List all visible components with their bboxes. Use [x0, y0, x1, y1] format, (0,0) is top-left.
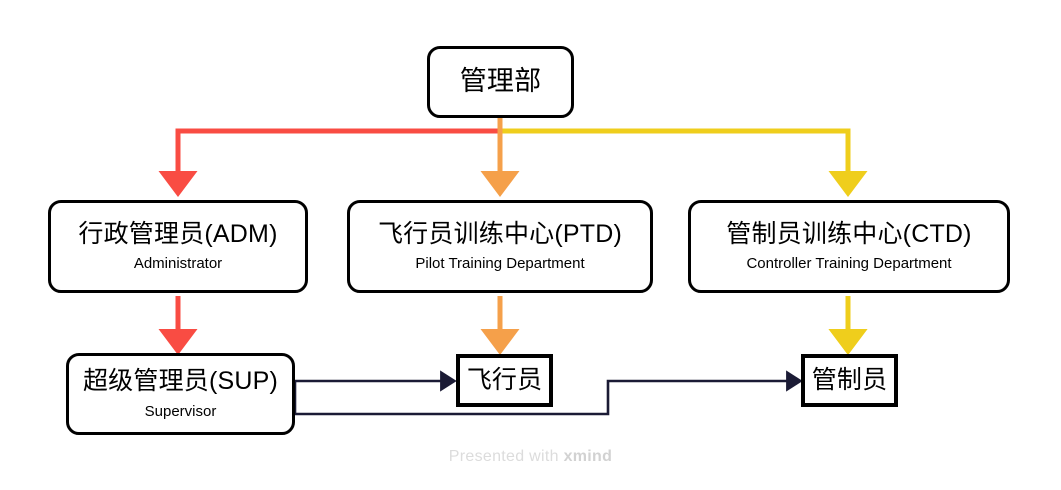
node-adm-subtitle: Administrator — [133, 255, 223, 273]
node-adm-title: 行政管理员(ADM) — [78, 219, 278, 248]
node-ctd[interactable]: 管制员训练中心(CTD) Controller Training Departm… — [688, 200, 1010, 293]
node-root-title: 管理部 — [459, 66, 542, 97]
node-sup-subtitle: Supervisor — [144, 402, 217, 420]
node-sup[interactable]: 超级管理员(SUP) Supervisor — [66, 353, 295, 435]
node-ctd-subtitle: Controller Training Department — [746, 255, 952, 273]
node-root[interactable]: 管理部 — [427, 46, 574, 118]
node-ptd-subtitle: Pilot Training Department — [415, 255, 585, 273]
node-controller-title: 管制员 — [811, 366, 888, 395]
node-ptd[interactable]: 飞行员训练中心(PTD) Pilot Training Department — [347, 200, 653, 293]
watermark-prefix: Presented with — [448, 448, 559, 465]
node-ctd-title: 管制员训练中心(CTD) — [726, 219, 972, 248]
edge-root-adm — [158, 118, 503, 197]
watermark-brand: xmind — [563, 448, 613, 465]
node-controller[interactable]: 管制员 — [801, 354, 898, 407]
node-pilot-title: 飞行员 — [466, 366, 543, 395]
node-ptd-title: 飞行员训练中心(PTD) — [377, 219, 623, 248]
node-pilot[interactable]: 飞行员 — [456, 354, 553, 407]
node-adm[interactable]: 行政管理员(ADM) Administrator — [48, 200, 308, 293]
xmind-watermark: Presented with xmind — [0, 448, 1061, 466]
node-sup-title: 超级管理员(SUP) — [82, 367, 279, 396]
edge-root-ctd — [497, 118, 868, 197]
